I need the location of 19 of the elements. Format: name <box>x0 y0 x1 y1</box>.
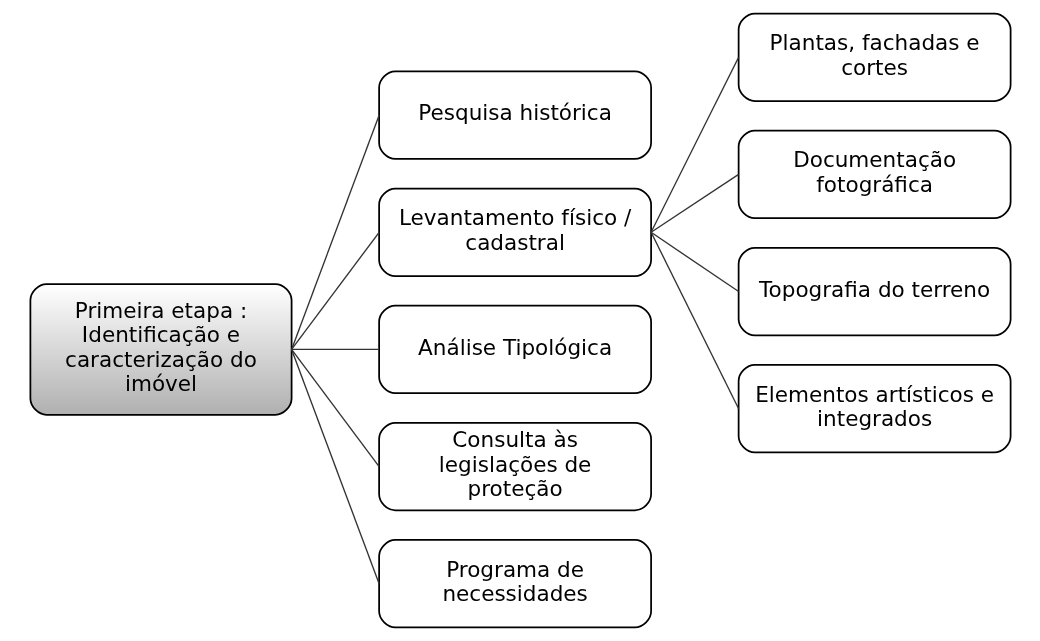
connector <box>649 231 739 293</box>
node-box: Levantamento físico / cadastral <box>377 187 652 277</box>
node-box: Elementos artísticos e integrados <box>737 364 1011 454</box>
connector <box>290 348 380 468</box>
node-box: Primeira etapa : Identificação e caracterização do imóvel <box>29 283 292 416</box>
node-box: Consulta às legislações de proteção <box>377 421 652 512</box>
connector <box>290 348 380 585</box>
connector <box>649 231 739 410</box>
node-box: Plantas, fachadas e cortes <box>737 12 1011 102</box>
node-box: Pesquisa histórica <box>377 70 652 160</box>
node-box: Documentação fotográfica <box>737 129 1011 220</box>
connector <box>649 173 739 233</box>
node-box: Topografia do terreno <box>737 246 1011 337</box>
connector <box>649 56 739 233</box>
connector <box>290 348 380 351</box>
connector <box>290 114 380 351</box>
node-box: Programa de necessidades <box>377 539 652 629</box>
connector <box>290 231 380 351</box>
node-box: Análise Tipológica <box>377 304 652 395</box>
